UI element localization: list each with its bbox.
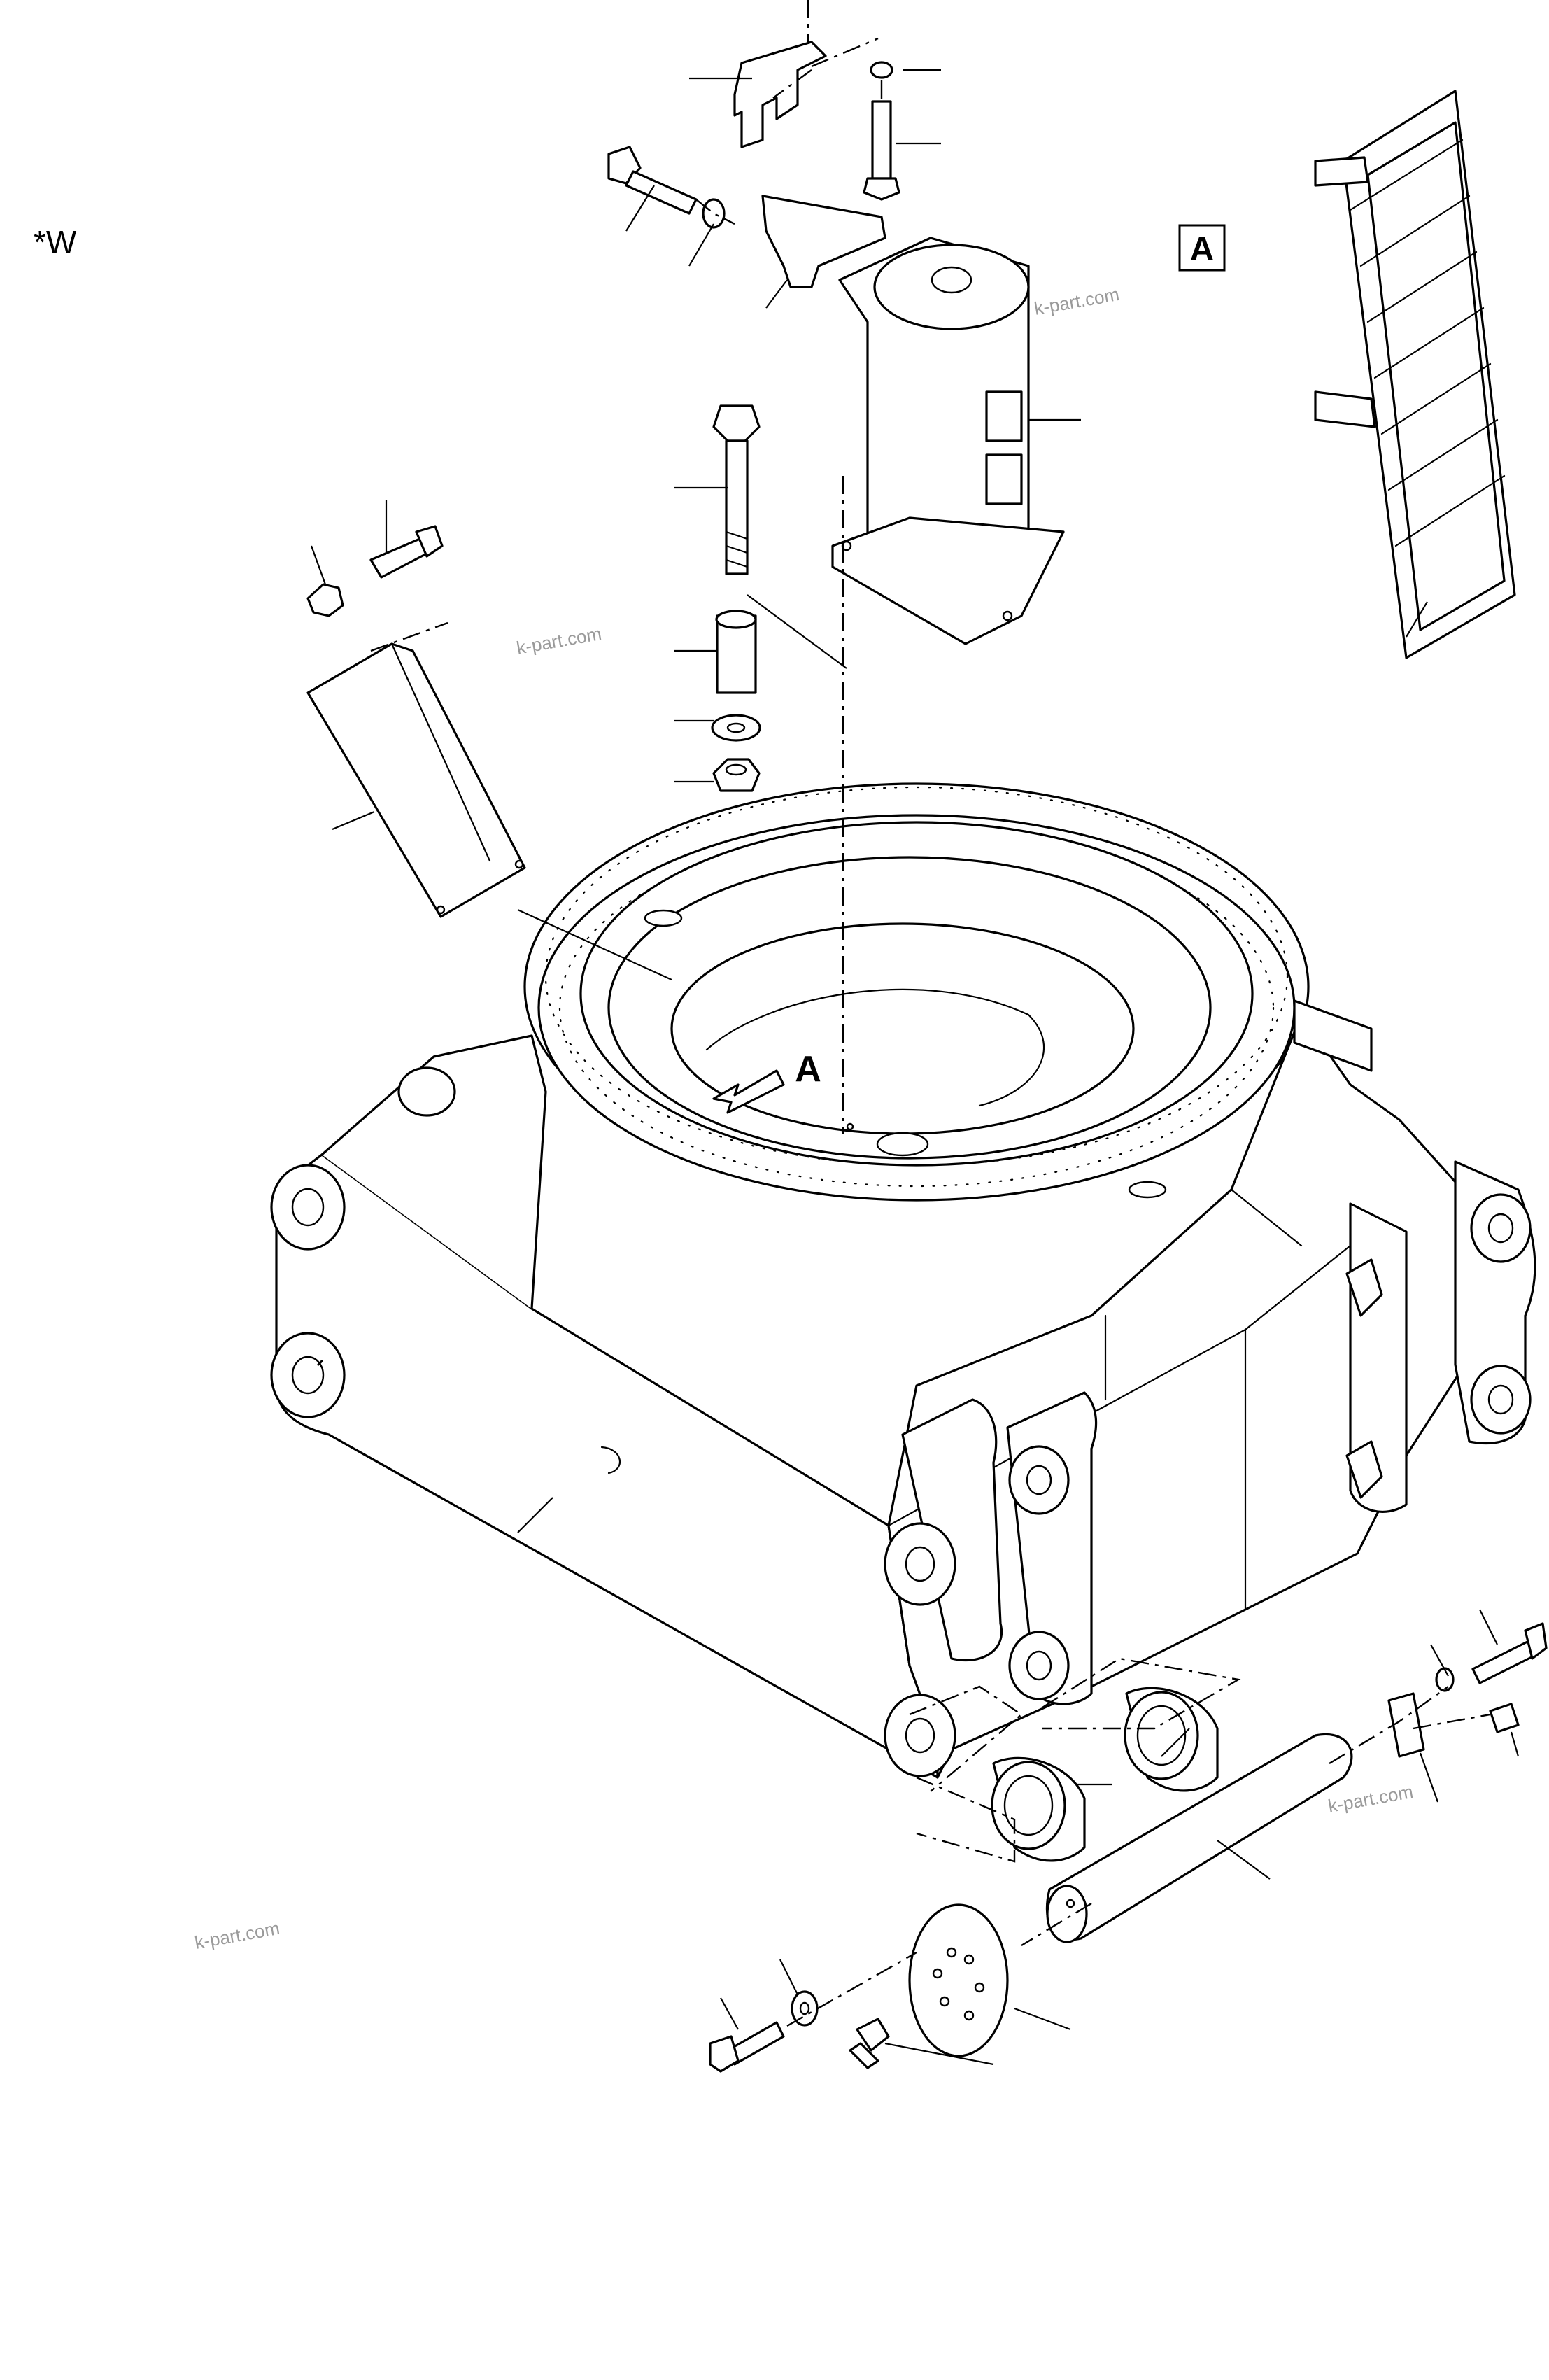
variant-code-label: *W bbox=[34, 224, 77, 260]
lock-plate bbox=[1387, 1692, 1425, 1758]
watermark-1: k-part.com bbox=[1033, 283, 1121, 319]
callout-leaders bbox=[310, 69, 1520, 2066]
detail-a-label: A bbox=[795, 1049, 821, 1090]
bushing-1 bbox=[1124, 1687, 1219, 1792]
cover-plate bbox=[306, 642, 526, 1366]
detail-a-arrow bbox=[712, 1069, 785, 1114]
lock-nut bbox=[712, 758, 761, 792]
bracket-bolt bbox=[607, 146, 698, 215]
flat-washer bbox=[711, 714, 761, 742]
view-a-marker-label: A bbox=[1190, 231, 1215, 268]
assembly-lines bbox=[370, 0, 1491, 2027]
swivel-joint bbox=[831, 237, 1065, 645]
lock-plate-washer bbox=[1435, 1667, 1455, 1692]
cover-bolt bbox=[369, 525, 444, 579]
lock-plate-fitting bbox=[1489, 1703, 1520, 1733]
spacer-collar bbox=[715, 610, 757, 694]
upper-frame bbox=[270, 999, 1536, 1779]
ladder bbox=[1314, 90, 1516, 659]
bushing-2 bbox=[991, 1756, 1086, 1862]
end-plate bbox=[908, 1903, 1009, 2057]
watermark-2: k-part.com bbox=[515, 623, 603, 659]
watermark-3: k-part.com bbox=[1327, 1781, 1415, 1817]
bracket-washer bbox=[702, 198, 726, 229]
top-bolt bbox=[863, 61, 900, 201]
watermark-4: k-part.com bbox=[193, 1917, 281, 1953]
swing-bearing-ring bbox=[523, 782, 1310, 1202]
cover-nut bbox=[306, 583, 344, 617]
lock-plate-bolt bbox=[1471, 1622, 1548, 1684]
plate-bolt bbox=[709, 2021, 785, 2073]
swivel-stopper-bracket bbox=[733, 41, 886, 288]
long-bolt bbox=[712, 404, 761, 575]
grease-fitting bbox=[849, 2018, 890, 2069]
pin bbox=[1045, 1733, 1353, 1943]
plate-washer bbox=[791, 1990, 819, 2027]
view-a-marker: A bbox=[1178, 224, 1226, 272]
